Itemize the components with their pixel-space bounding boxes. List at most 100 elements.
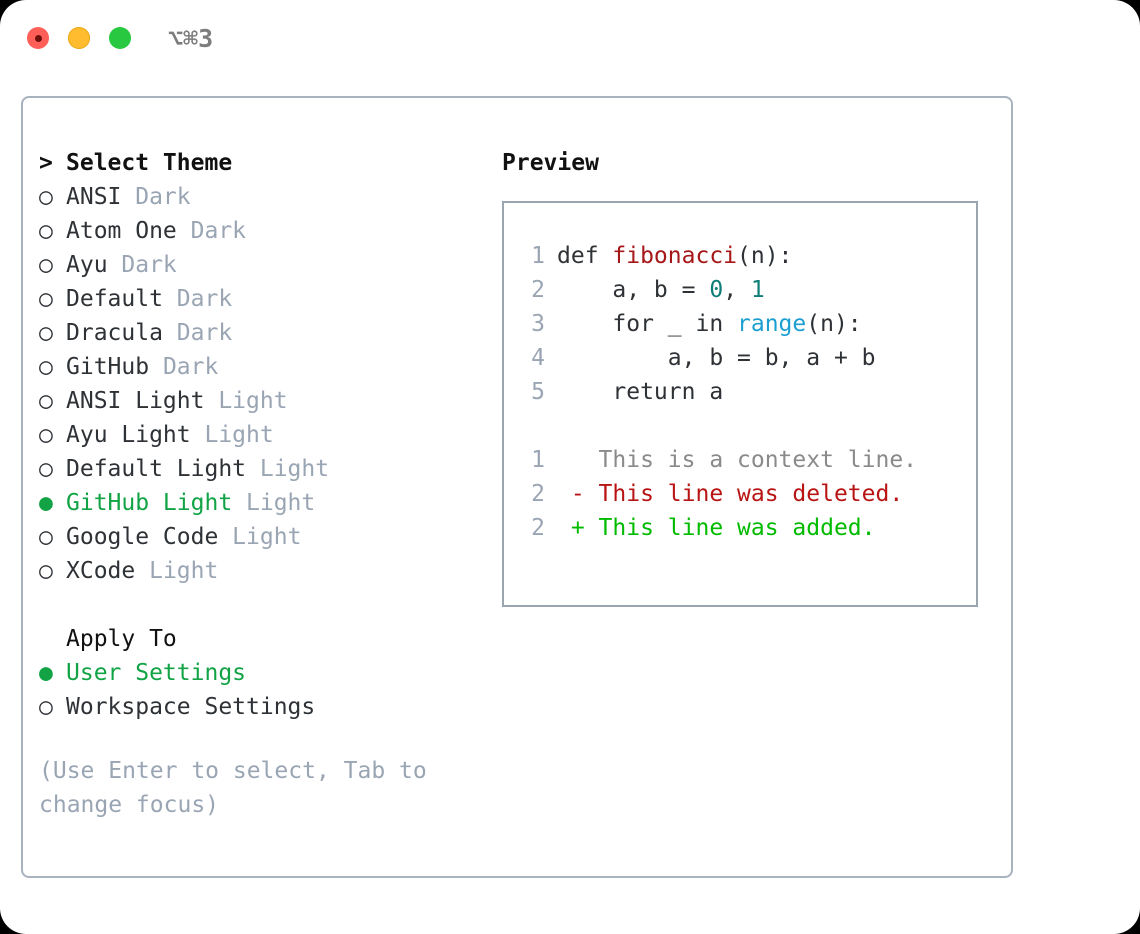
code-token: 1: [750, 277, 765, 303]
maximize-button[interactable]: [109, 27, 131, 49]
theme-item-atom-one[interactable]: ○Atom One Dark: [39, 214, 469, 248]
code-token: ,: [723, 277, 751, 303]
radio-selected-icon: ●: [39, 490, 53, 516]
code-token: def: [557, 243, 613, 269]
list-spacer: [39, 588, 469, 622]
theme-item-variant: Dark: [149, 354, 219, 380]
theme-selection-column: >Select Theme ○ANSI Dark○Atom One Dark○A…: [39, 146, 469, 822]
theme-item-label: Default Light: [66, 456, 247, 482]
code-line-text: a, b = 0, 1: [557, 277, 765, 303]
code-token: (n):: [737, 243, 793, 269]
code-line-text: def fibonacci(n):: [557, 243, 792, 269]
code-token: - This line was deleted.: [557, 481, 904, 507]
code-line: 2 + This line was added.: [521, 511, 970, 545]
code-line: 2 - This line was deleted.: [521, 477, 970, 511]
select-theme-header: >Select Theme: [39, 146, 469, 180]
line-number: 5: [531, 379, 545, 405]
theme-item-variant: Dark: [162, 286, 233, 312]
code-token: + This line was added.: [557, 515, 876, 541]
theme-item-label: GitHub Light: [66, 490, 233, 516]
theme-item-ayu[interactable]: ○ Ayu Dark: [39, 248, 469, 282]
code-token: return a: [557, 379, 724, 405]
apply-to-item-user-settings[interactable]: ●User Settings: [39, 656, 469, 690]
code-line-text: This is a context line.: [557, 447, 918, 473]
theme-item-ayu-light[interactable]: ○ Ayu Light Light: [39, 418, 469, 452]
theme-item-xcode[interactable]: ○XCode Light: [39, 554, 469, 588]
line-number: 4: [531, 345, 545, 371]
radio-unselected-icon: ○: [39, 218, 53, 244]
theme-item-ansi-light[interactable]: ○ANSI Light Light: [39, 384, 469, 418]
radio-unselected-icon: ○: [39, 286, 53, 312]
apply-to-list: ●User Settings○Workspace Settings: [39, 656, 469, 724]
line-number: 2: [531, 277, 545, 303]
radio-unselected-icon: ○: [39, 694, 53, 720]
code-line: 1 This is a context line.: [521, 443, 970, 477]
line-number: 3: [531, 311, 545, 337]
theme-item-label: Ayu Light: [66, 422, 191, 448]
content-panel: >Select Theme ○ANSI Dark○Atom One Dark○A…: [21, 96, 1013, 878]
theme-item-default[interactable]: ○ Default Dark: [39, 282, 469, 316]
theme-item-dracula[interactable]: ○ Dracula Dark: [39, 316, 469, 350]
code-token: a, b = b, a + b: [557, 345, 876, 371]
theme-item-label: Dracula: [66, 320, 163, 346]
code-line-text: - This line was deleted.: [557, 481, 903, 507]
radio-unselected-icon: ○: [39, 184, 53, 210]
theme-item-label: Ayu: [66, 252, 108, 278]
theme-item-variant: Dark: [176, 218, 247, 244]
radio-selected-icon: ●: [39, 660, 53, 686]
close-button[interactable]: [27, 27, 49, 49]
apply-to-header: Apply To: [66, 626, 177, 652]
line-number: 1: [531, 243, 545, 269]
theme-item-github-light[interactable]: ● GitHub Light Light: [39, 486, 469, 520]
select-theme-label: Select Theme: [66, 150, 233, 176]
radio-unselected-icon: ○: [39, 388, 53, 414]
theme-item-variant: Dark: [121, 184, 191, 210]
theme-item-google-code[interactable]: ○ Google Code Light: [39, 520, 469, 554]
apply-to-item-workspace-settings[interactable]: ○Workspace Settings: [39, 690, 469, 724]
preview-title: Preview: [502, 150, 599, 176]
code-line: 2 a, b = 0, 1: [521, 273, 970, 307]
theme-item-variant: Light: [232, 490, 316, 516]
theme-item-variant: Dark: [162, 320, 233, 346]
radio-unselected-icon: ○: [39, 524, 53, 550]
theme-item-label: XCode: [66, 558, 136, 584]
theme-item-github[interactable]: ○ GitHub Dark: [39, 350, 469, 384]
code-line-text: + This line was added.: [557, 515, 876, 541]
line-number: 1: [531, 447, 545, 473]
theme-item-variant: Light: [190, 422, 274, 448]
theme-item-variant: Light: [218, 524, 302, 550]
radio-unselected-icon: ○: [39, 252, 53, 278]
code-token: a, b =: [557, 277, 710, 303]
traffic-lights: [27, 27, 131, 49]
title-bar: ⌥⌘3: [0, 0, 1140, 78]
theme-item-label: Default: [66, 286, 163, 312]
minimize-button[interactable]: [68, 27, 90, 49]
radio-unselected-icon: ○: [39, 320, 53, 346]
radio-unselected-icon: ○: [39, 558, 53, 584]
code-token: 0: [709, 277, 724, 303]
code-line-text: a, b = b, a + b: [557, 345, 876, 371]
code-line: 3 for _ in range(n):: [521, 307, 970, 341]
code-token: range: [737, 311, 807, 337]
theme-list: ○ANSI Dark○Atom One Dark○Ayu Dark○Defaul…: [39, 180, 469, 588]
theme-item-default-light[interactable]: ○Default Light Light: [39, 452, 469, 486]
code-line: 1 def fibonacci(n):: [521, 239, 970, 273]
theme-item-label: GitHub: [66, 354, 150, 380]
theme-item-label: ANSI: [66, 184, 122, 210]
radio-unselected-icon: ○: [39, 354, 53, 380]
theme-item-variant: Light: [246, 456, 330, 482]
code-line-text: for _ in range(n):: [557, 311, 861, 337]
code-token: for _ in: [557, 311, 738, 337]
theme-item-label: Google Code: [66, 524, 219, 550]
radio-unselected-icon: ○: [39, 422, 53, 448]
code-line: [521, 409, 970, 443]
theme-item-variant: Dark: [107, 252, 177, 278]
code-token: This is a context line.: [557, 447, 918, 473]
window-title: ⌥⌘3: [168, 24, 214, 53]
code-line-text: return a: [557, 379, 723, 405]
theme-item-ansi[interactable]: ○ ANSI Dark: [39, 180, 469, 214]
